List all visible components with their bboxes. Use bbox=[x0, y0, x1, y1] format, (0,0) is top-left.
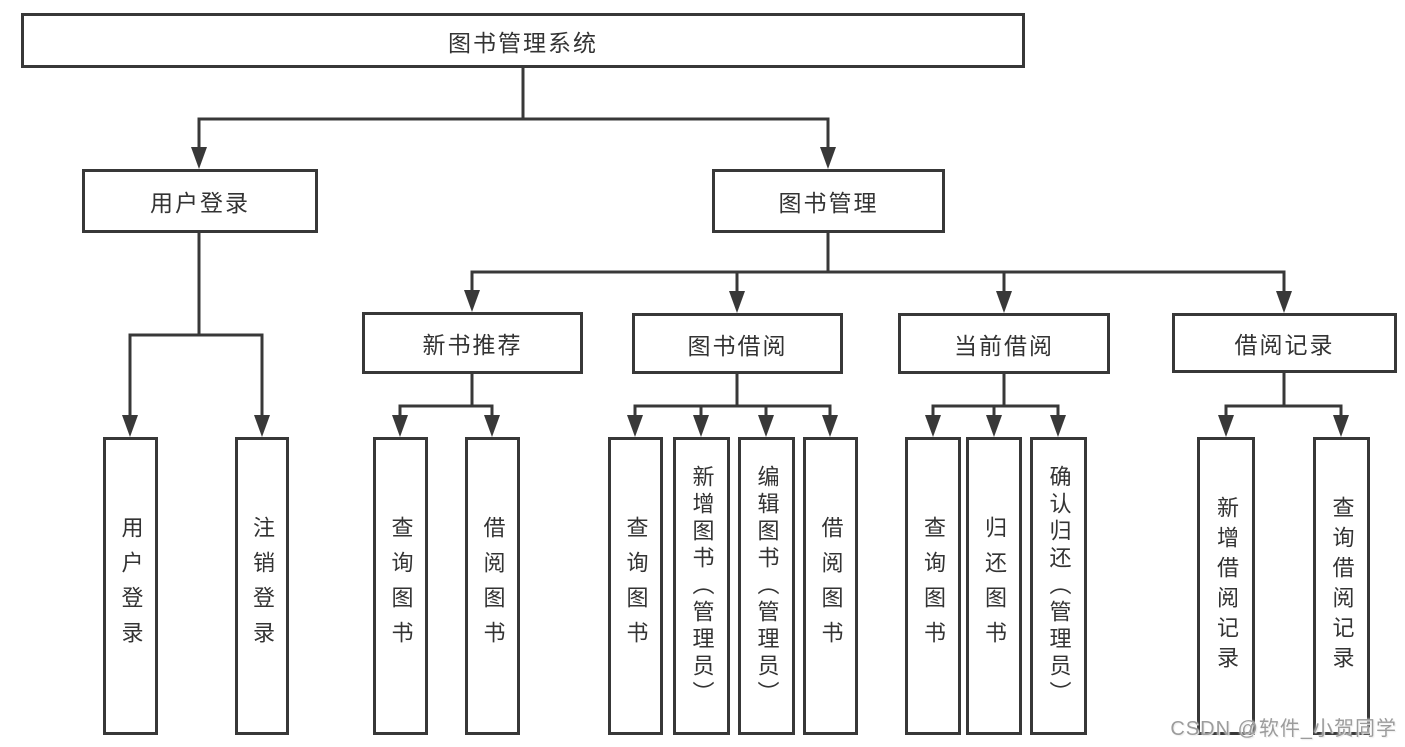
leaf-add-borrow-record: 新增借阅记录 bbox=[1197, 437, 1255, 735]
arrowhead-icons bbox=[122, 147, 1349, 437]
csdn-watermark: CSDN @软件_小贺同学 bbox=[1170, 718, 1397, 740]
connector-paths bbox=[128, 66, 1343, 419]
leaf-user-login: 用户登录 bbox=[103, 437, 158, 735]
leaf-query-borrow-record: 查询借阅记录 bbox=[1313, 437, 1370, 735]
node-library-management-system: 图书管理系统 bbox=[21, 13, 1025, 68]
leaf-query-books-current: 查询图书 bbox=[905, 437, 961, 735]
leaf-query-books-borrow: 查询图书 bbox=[608, 437, 663, 735]
node-borrowing-records: 借阅记录 bbox=[1172, 313, 1397, 373]
leaf-borrow-books-recommend: 借阅图书 bbox=[465, 437, 520, 735]
node-book-management: 图书管理 bbox=[712, 169, 945, 233]
node-new-book-recommendation: 新书推荐 bbox=[362, 312, 583, 374]
leaf-logout: 注销登录 bbox=[235, 437, 289, 735]
node-book-borrowing: 图书借阅 bbox=[632, 313, 843, 374]
leaf-query-books-recommend: 查询图书 bbox=[373, 437, 428, 735]
node-current-borrowing: 当前借阅 bbox=[898, 313, 1110, 374]
node-user-login: 用户登录 bbox=[82, 169, 318, 233]
leaf-edit-books-admin: 编辑图书（管理员） bbox=[738, 437, 795, 735]
leaf-borrow-books: 借阅图书 bbox=[803, 437, 858, 735]
leaf-add-books-admin: 新增图书（管理员） bbox=[673, 437, 730, 735]
leaf-confirm-return-admin: 确认归还（管理员） bbox=[1030, 437, 1087, 735]
leaf-return-books: 归还图书 bbox=[966, 437, 1022, 735]
